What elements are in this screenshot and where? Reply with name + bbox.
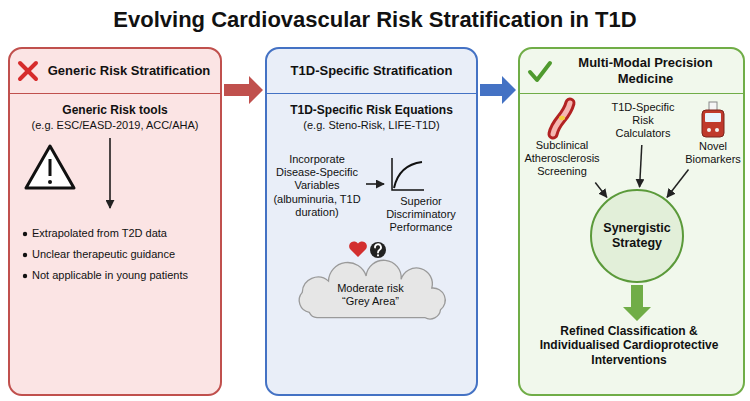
text-slot: T1D-Specific Risk Equations xyxy=(270,103,473,117)
small-arrow xyxy=(366,183,384,185)
equation-heading: T1D-Specific Risk Equations xyxy=(290,103,453,117)
text-slot: Not applicable in young patients xyxy=(32,269,216,282)
performance-note: Superior Discriminatory Performance xyxy=(367,195,475,235)
artery-plaque xyxy=(559,116,565,120)
stage-panel: Generic Risk StratificationGeneric Risk … xyxy=(8,47,222,396)
input-text: T1D-Specific Risk Calculators xyxy=(604,101,682,141)
text-slot: Unclear therapeutic guidance xyxy=(32,248,216,261)
text-slot: T1D-Specific Stratification xyxy=(267,49,476,94)
graph-curve xyxy=(394,162,422,188)
tool-examples: (e.g. ESC/EASD-2019, ACC/AHA) xyxy=(32,119,199,132)
glucometer-button xyxy=(715,128,719,132)
cross-mark xyxy=(20,63,36,79)
text-slot: (e.g. ESC/EASD-2019, ACC/AHA) xyxy=(15,119,215,132)
glucometer-icon xyxy=(702,110,724,137)
text-slot: T1D-Specific Risk Calculators xyxy=(604,101,682,141)
text-slot: Multi-Modal Precision Medicine xyxy=(520,49,743,94)
block-arrow xyxy=(480,76,516,104)
text-slot: Subclinical Atherosclerosis Screening xyxy=(522,139,602,179)
warning-dot xyxy=(48,180,52,184)
panel-fill xyxy=(8,47,222,396)
panel-header: Multi-Modal Precision Medicine xyxy=(554,55,737,86)
panel-fill xyxy=(518,47,745,396)
glucometer-button xyxy=(707,128,711,132)
artery-lumen xyxy=(553,103,570,134)
title-box: Evolving Cardiovascular Risk Stratificat… xyxy=(0,7,750,33)
text-slot: Synergistic Strategy xyxy=(592,191,682,281)
text-slot: Incorporate Disease-Specific Variables (… xyxy=(271,153,363,219)
heart-icon xyxy=(349,241,367,257)
artery-icon xyxy=(553,103,570,134)
text-slot: Refined Classification & Individualised … xyxy=(538,324,720,367)
variables-note: Incorporate Disease-Specific Variables (… xyxy=(271,153,363,219)
grey-area-cloud: Moderate risk “Grey Area” xyxy=(283,269,458,321)
input-item: T1D-Specific Risk Calculators xyxy=(604,101,682,143)
warning-triangle xyxy=(26,146,74,188)
diagram-title: Evolving Cardiovascular Risk Stratificat… xyxy=(113,7,636,33)
question-icon xyxy=(370,242,386,258)
glucometer-screen xyxy=(705,113,721,122)
down-arrow xyxy=(109,138,111,208)
text-slot: Extrapolated from T2D data xyxy=(32,227,216,240)
cloud-shape xyxy=(299,260,445,319)
connector-arrow xyxy=(640,145,642,187)
panel-header: T1D-Specific Stratification xyxy=(291,63,453,79)
text-slot: Generic Risk Stratification xyxy=(10,49,220,94)
stage-panel: T1D-Specific StratificationT1D-Specific … xyxy=(265,47,478,396)
question-hook xyxy=(375,244,381,252)
text-slot: (e.g. Steno-Risk, LIFE-T1D) xyxy=(270,119,473,132)
tool-heading: Generic Risk tools xyxy=(62,103,167,117)
warning-bar xyxy=(49,159,52,176)
input-text: Subclinical Atherosclerosis Screening xyxy=(522,139,602,179)
outcome-text: Refined Classification & Individualised … xyxy=(538,324,720,367)
equation-examples: (e.g. Steno-Risk, LIFE-T1D) xyxy=(303,119,439,132)
bullet-item: Not applicable in young patients xyxy=(32,269,188,282)
block-arrow xyxy=(623,285,651,321)
input-text: Novel Biomarkers xyxy=(683,140,743,166)
circle-text: Synergistic Strategy xyxy=(597,221,677,251)
input-item: Novel Biomarkers xyxy=(683,108,743,168)
outcome-box: Refined Classification & Individualised … xyxy=(538,324,720,369)
input-item: Subclinical Atherosclerosis Screening xyxy=(522,99,602,181)
question-dot xyxy=(377,254,379,256)
stage-panel: Multi-Modal Precision MedicineSubclinica… xyxy=(518,47,745,396)
text-slot: Superior Discriminatory Performance xyxy=(367,195,475,235)
text-slot: Generic Risk tools xyxy=(15,103,215,117)
bullet-dot xyxy=(23,232,27,236)
block-arrow xyxy=(224,76,263,104)
strategy-circle: Synergistic Strategy xyxy=(590,189,684,283)
panel-header: Generic Risk Stratification xyxy=(48,63,211,79)
bullet-dot xyxy=(23,253,27,257)
connector-arrow xyxy=(667,170,688,198)
text-slot: Novel Biomarkers xyxy=(683,140,743,166)
bullet-dot xyxy=(23,274,27,278)
text-slot: Moderate risk “Grey Area” xyxy=(283,269,458,321)
bullet-item: Extrapolated from T2D data xyxy=(32,227,167,240)
graph-axes xyxy=(392,158,424,190)
bullet-item: Unclear therapeutic guidance xyxy=(32,248,175,261)
cloud-text: Moderate risk “Grey Area” xyxy=(330,282,412,308)
cross-mark xyxy=(20,63,36,79)
check-mark xyxy=(530,63,550,80)
panel-fill xyxy=(265,47,478,396)
connector-arrow xyxy=(595,183,607,198)
